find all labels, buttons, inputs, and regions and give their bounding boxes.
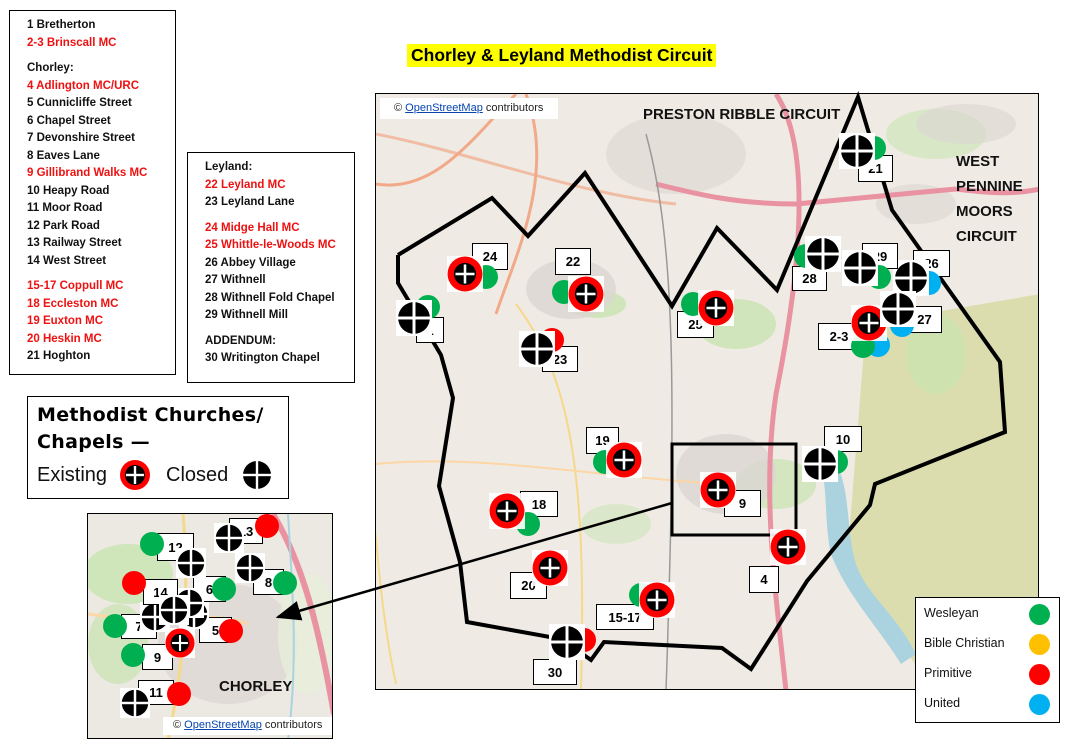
station-list-item: 8 Eaves Lane: [27, 149, 100, 162]
station-list-item: 9 Gillibrand Walks MC: [27, 167, 148, 179]
existing-church-icon[interactable]: [165, 628, 195, 658]
legend-item: United: [924, 696, 960, 710]
station-list-item: 2-3 Brinscall MC: [27, 36, 117, 49]
legend-color-dot-icon: [1029, 634, 1050, 655]
existing-church-icon[interactable]: [532, 550, 568, 586]
station-list-item: 6 Chapel Street: [27, 114, 111, 127]
station-list-item: ADDENDUM:: [205, 334, 276, 347]
existing-church-icon[interactable]: [639, 582, 675, 618]
closed-church-icon[interactable]: [235, 553, 265, 583]
closed-church-icon[interactable]: [159, 595, 189, 625]
station-list-item: 27 Withnell: [205, 274, 266, 286]
closed-church-icon[interactable]: [214, 523, 244, 553]
church-number-label: 19: [586, 427, 619, 454]
station-list-item: 7 Devonshire Street: [27, 132, 136, 144]
station-list-item: 4 Adlington MC/URC: [27, 79, 140, 92]
closed-church-icon[interactable]: [396, 300, 432, 336]
inset-osm-attribution: © OpenStreetMap contributors: [163, 717, 332, 735]
station-list-right: Leyland: 22 Leyland MC 23 Leyland Lane 24 M…: [187, 152, 355, 383]
station-list-item: Leyland:: [205, 161, 253, 173]
closed-church-icon: [242, 460, 273, 490]
station-list-item: 5 Cunnicliffe Street: [27, 97, 132, 109]
denomination-dot-icon: [103, 614, 127, 638]
legend-item: Bible Christian: [924, 636, 1005, 650]
denomination-dot-icon: [122, 571, 146, 595]
station-list-item: 11 Moor Road: [27, 202, 103, 214]
legend-label: Bible Christian: [924, 636, 1005, 650]
church-number-label: 4: [749, 566, 779, 593]
closed-church-icon[interactable]: [839, 133, 875, 169]
station-list-item: 10 Heapy Road: [27, 184, 110, 197]
legend-color-dot-icon: [1029, 604, 1050, 625]
legend-label: Primitive: [924, 666, 972, 680]
station-list-item: 13 Railway Street: [27, 237, 122, 249]
denomination-dot-icon: [167, 682, 191, 706]
existing-church-icon: [120, 460, 151, 490]
station-list-item: 12 Park Road: [27, 219, 100, 232]
station-list-item: 29 Withnell Mill: [205, 309, 288, 321]
station-list-item: 28 Withnell Fold Chapel: [205, 291, 335, 304]
station-list-item: 22 Leyland MC: [205, 178, 286, 191]
denomination-dot-icon: [255, 514, 279, 538]
station-list-item: 20 Heskin MC: [27, 332, 102, 345]
church-number-label: 22: [555, 248, 591, 275]
closed-church-icon[interactable]: [893, 260, 929, 296]
existing-church-icon[interactable]: [700, 472, 736, 508]
legend-label: Wesleyan: [924, 606, 979, 620]
station-list-item: 24 Midge Hall MC: [205, 221, 300, 234]
existing-label: Existing: [37, 463, 108, 486]
closed-church-icon[interactable]: [805, 236, 841, 272]
inset-osm-link[interactable]: OpenStreetMap: [184, 719, 262, 731]
inset-region-label-chorley: CHORLEY: [219, 678, 293, 695]
existing-church-icon[interactable]: [698, 290, 734, 326]
legend-item: Wesleyan: [924, 606, 979, 620]
symbol-key-title-line1: Methodist Churches/: [37, 404, 264, 426]
denomination-dot-icon: [273, 571, 297, 595]
closed-church-icon[interactable]: [519, 331, 555, 367]
denomination-dot-icon: [212, 577, 236, 601]
denomination-dot-icon: [140, 532, 164, 556]
station-list-item: Chorley:: [27, 62, 74, 74]
closed-church-icon[interactable]: [176, 548, 206, 578]
attribution-suffix: contributors: [261, 719, 323, 731]
map-title: Chorley & Leyland Methodist Circuit: [407, 44, 717, 67]
closed-church-icon[interactable]: [802, 446, 838, 482]
closed-church-icon[interactable]: [120, 688, 150, 718]
station-list-item: 26 Abbey Village: [205, 256, 296, 269]
church-number-label: 29: [862, 243, 898, 269]
existing-church-icon[interactable]: [606, 442, 642, 478]
station-list-item: 15-17 Coppull MC: [27, 280, 124, 292]
denomination-dot-icon: [219, 619, 243, 643]
closed-label: Closed: [166, 463, 229, 486]
existing-church-icon[interactable]: [447, 256, 483, 292]
station-list-item: 19 Euxton MC: [27, 315, 104, 327]
station-list-item: 1 Bretherton: [27, 19, 96, 31]
station-list-item: 23 Leyland Lane: [205, 196, 295, 208]
closed-church-icon[interactable]: [549, 624, 585, 660]
closed-church-icon[interactable]: [842, 250, 878, 286]
station-list-item: 30 Writington Chapel: [205, 352, 320, 364]
symbol-key-title-line2: Chapels —: [37, 431, 150, 453]
legend-label: United: [924, 696, 961, 710]
station-list-item: 21 Hoghton: [27, 350, 91, 362]
denomination-dot-icon: [121, 643, 145, 667]
existing-church-icon[interactable]: [770, 529, 806, 565]
station-list-left: 1 Bretherton 2-3 Brinscall MC Chorley: 4 Ad…: [9, 10, 176, 375]
church-number-label: 18: [520, 491, 558, 517]
legend-item: Primitive: [924, 666, 972, 680]
station-list-item: 14 West Street: [27, 254, 107, 267]
closed-church-icon[interactable]: [880, 291, 916, 327]
existing-church-icon[interactable]: [568, 276, 604, 312]
station-list-item: 18 Eccleston MC: [27, 297, 119, 310]
church-number-label: 30: [533, 659, 577, 685]
legend-color-dot-icon: [1029, 694, 1050, 715]
legend-color-dot-icon: [1029, 664, 1050, 685]
station-list-item: 25 Whittle-le-Woods MC: [205, 239, 336, 251]
symbol-key: Methodist Churches/ Chapels — Existing C…: [27, 396, 289, 499]
existing-church-icon[interactable]: [489, 493, 525, 529]
